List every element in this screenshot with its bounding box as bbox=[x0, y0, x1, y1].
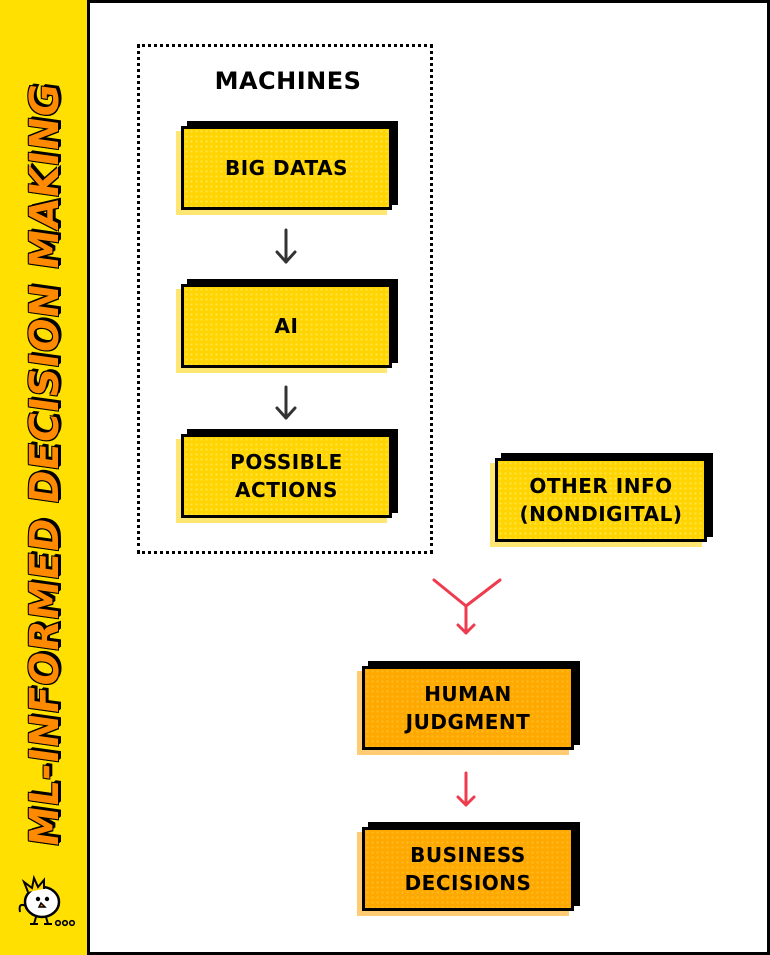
sidebar-title: ML-INFORMED DECISION MAKING bbox=[22, 80, 68, 850]
bird-mascot-icon bbox=[18, 874, 76, 927]
node-possible-actions: POSSIBLE ACTIONS bbox=[181, 434, 392, 518]
node-other-info-label: OTHER INFO (NONDIGITAL) bbox=[519, 474, 683, 526]
node-big-datas-label: BIG DATAS bbox=[224, 156, 349, 180]
node-ai-label: AI bbox=[274, 314, 299, 338]
node-possible-actions-label: POSSIBLE ACTIONS bbox=[230, 450, 343, 502]
machines-label: MACHINES bbox=[214, 67, 362, 95]
node-business-decisions: BUSINESS DECISIONS bbox=[362, 827, 574, 911]
sidebar: ML-INFORMED DECISION MAKING bbox=[0, 0, 90, 955]
node-human-judgment: HUMAN JUDGMENT bbox=[362, 666, 574, 750]
node-big-datas: BIG DATAS bbox=[181, 126, 392, 210]
node-ai: AI bbox=[181, 284, 392, 368]
machines-group: MACHINES bbox=[137, 44, 433, 554]
node-other-info: OTHER INFO (NONDIGITAL) bbox=[495, 458, 707, 542]
node-human-judgment-label: HUMAN JUDGMENT bbox=[405, 682, 531, 734]
node-business-decisions-label: BUSINESS DECISIONS bbox=[404, 843, 532, 895]
